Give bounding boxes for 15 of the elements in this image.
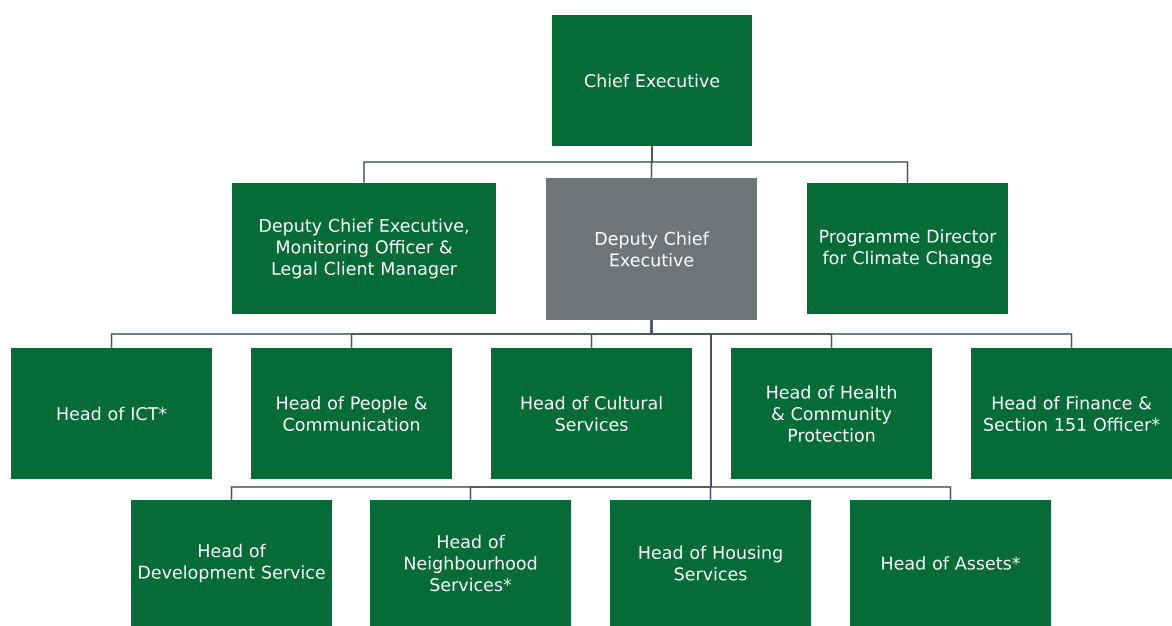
org-box: Head of Cultural Services: [491, 348, 692, 479]
connector-line: [650, 319, 952, 501]
org-box: Chief Executive: [552, 15, 752, 146]
org-box: Head of Assets*: [850, 500, 1051, 626]
org-box: Deputy Chief Executive, Monitoring Officer & Legal Client Manager: [232, 183, 496, 314]
org-box: Head of People & Communication: [251, 348, 452, 479]
org-box: Head of ICT*: [11, 348, 212, 479]
org-box: Deputy Chief Executive: [546, 178, 757, 320]
org-box: Head of Development Service: [131, 500, 332, 626]
connector-line: [651, 145, 909, 184]
org-box: Head of Neighbourhood Services*: [370, 500, 571, 626]
org-box: Head of Housing Services: [610, 500, 811, 626]
org-box: Programme Director for Climate Change: [807, 183, 1008, 314]
org-box: Head of Finance & Section 151 Officer*: [971, 348, 1172, 479]
org-box: Head of Health & Community Protection: [731, 348, 932, 479]
